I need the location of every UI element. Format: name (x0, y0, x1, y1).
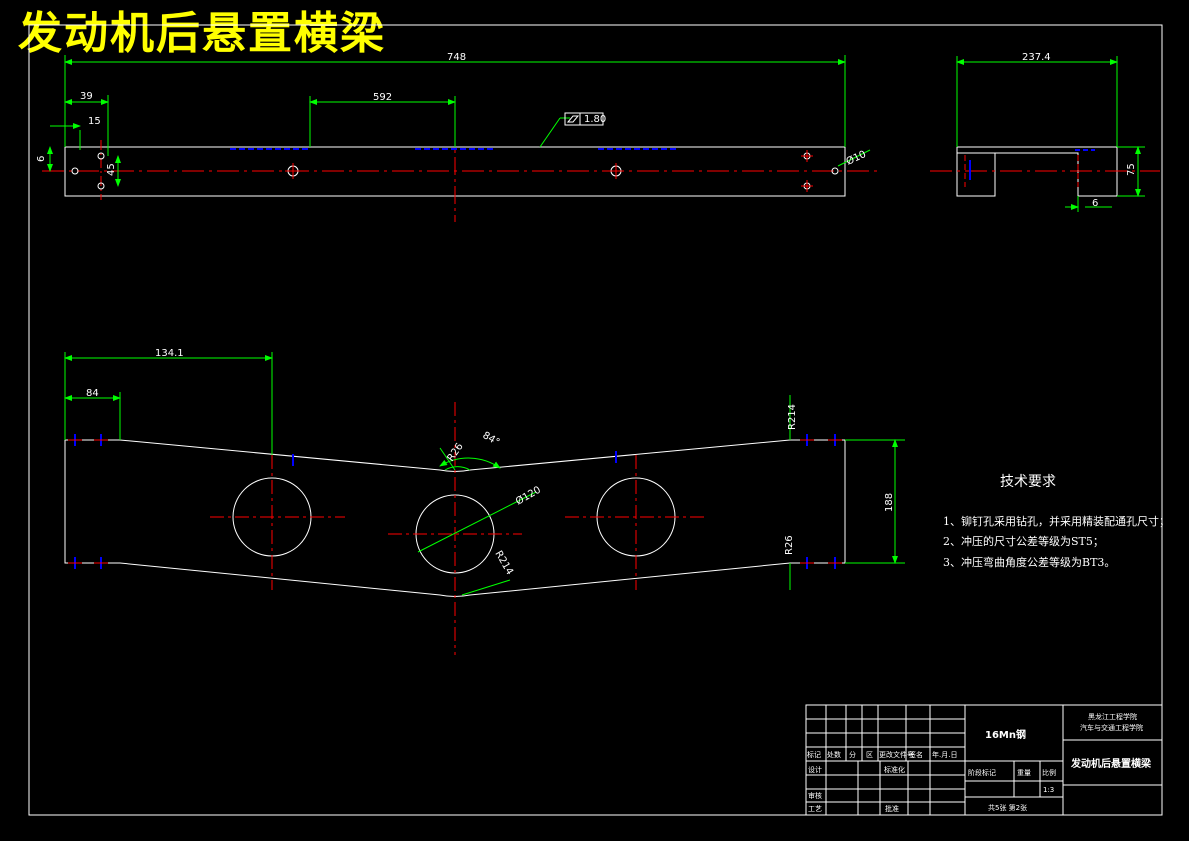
dim-hole-10: Ø10 (844, 148, 868, 168)
tb-header: 标记 (807, 750, 821, 759)
title-block (805, 704, 1163, 816)
tb-header: 签名 (909, 750, 923, 759)
technical-notes: 技术要求 1、铆钉孔采用钻孔，并采用精装配通孔尺寸； 2、冲压的尺寸公差等级为S… (943, 474, 1170, 569)
drawing-title: 发动机后悬置横梁 (18, 8, 386, 59)
dim-overall-length: 748 (447, 52, 466, 63)
dim-dia-120: Ø120 (514, 484, 543, 508)
dim-r214-top: R214 (787, 404, 798, 430)
hole (831, 167, 839, 175)
flatness-symbol (564, 112, 604, 126)
dim-39: 39 (80, 91, 93, 102)
part-name: 发动机后悬置横梁 (1070, 757, 1152, 770)
dim-592: 592 (373, 92, 392, 103)
dim-angle-84: 84° (481, 430, 502, 448)
tb-scale-value: 1:3 (1043, 786, 1054, 794)
notes-title: 技术要求 (1000, 474, 1056, 490)
tb-row-label: 审核 (808, 791, 822, 800)
drawing-frame (28, 24, 1163, 816)
tb-sheets: 共5张 第2张 (988, 803, 1027, 812)
tb-approve: 批准 (885, 804, 899, 813)
material-label: 16Mn钢 (985, 728, 1026, 741)
tb-header: 分 (849, 750, 856, 759)
hole (71, 167, 79, 175)
tb-header: 更改文件号 (879, 750, 914, 759)
dim-45: 45 (106, 163, 117, 176)
hole (97, 152, 105, 160)
tb-scale-label: 比例 (1042, 768, 1056, 777)
dim-r26-center: R26 (445, 441, 465, 463)
tb-header: 区 (866, 751, 873, 759)
dim-thickness-6: 6 (1092, 198, 1098, 209)
dim-237: 237.4 (1022, 52, 1051, 63)
dim-r214-bottom: R214 (492, 549, 515, 577)
dim-188: 188 (884, 493, 895, 512)
dim-6: 6 (36, 156, 47, 162)
tb-row-label: 工艺 (808, 805, 822, 813)
front-view: 134.1 84 188 R214 R26 R26 84° Ø120 R214 (64, 348, 905, 655)
tb-header: 处数 (827, 750, 841, 759)
dim-15: 15 (88, 116, 101, 127)
dim-134: 134.1 (155, 348, 184, 359)
top-view: 1.80 748 39 15 592 6 45 Ø10 (36, 52, 880, 222)
note-item: 1、铆钉孔采用钻孔，并采用精装配通孔尺寸； (943, 514, 1170, 528)
note-item: 3、冲压弯曲角度公差等级为BT3。 (943, 555, 1115, 569)
school-line-2: 汽车与交通工程学院 (1080, 723, 1143, 732)
tb-header: 年.月.日 (932, 750, 957, 759)
tb-row-label: 设计 (808, 765, 822, 774)
school-line-1: 黑龙江工程学院 (1088, 712, 1137, 721)
side-view: 237.4 75 6 (930, 52, 1160, 212)
dim-75: 75 (1126, 163, 1137, 176)
tb-stage-label: 阶段标记 (968, 768, 996, 777)
dim-r26-right: R26 (784, 535, 795, 555)
side-view-profile (956, 146, 1118, 197)
tb-standardization: 标准化 (884, 765, 905, 774)
note-item: 2、冲压的尺寸公差等级为ST5； (943, 534, 1104, 548)
flatness-value: 1.80 (584, 114, 606, 125)
dim-84: 84 (86, 388, 99, 399)
tb-weight-label: 重量 (1017, 769, 1031, 777)
hole (97, 182, 105, 190)
